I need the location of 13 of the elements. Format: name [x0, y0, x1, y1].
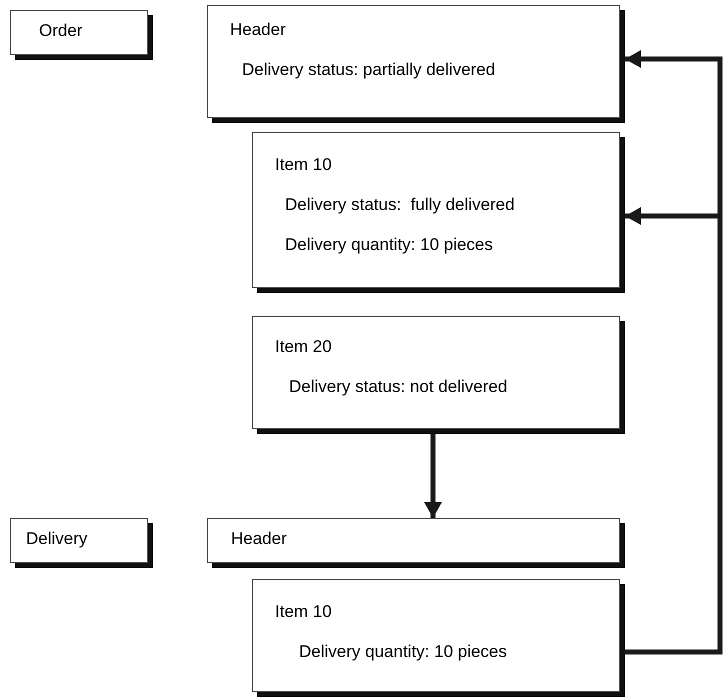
field-text: Delivery quantity: 10 pieces [285, 235, 493, 255]
arrow [424, 434, 442, 518]
record-title: Header [231, 529, 287, 549]
record-title: Header [230, 20, 286, 40]
field-text: Delivery status: fully delivered [285, 195, 515, 215]
field-text: Delivery status: partially delivered [242, 60, 496, 80]
record-title: Order [39, 21, 82, 41]
field-text: Delivery quantity: 10 pieces [299, 642, 507, 662]
field-text: Delivery status: not delivered [289, 377, 508, 397]
record-title: Item 10 [275, 602, 332, 622]
record-title: Item 10 [275, 155, 332, 175]
record-title: Item 20 [275, 337, 332, 357]
record-title: Delivery [26, 529, 88, 549]
